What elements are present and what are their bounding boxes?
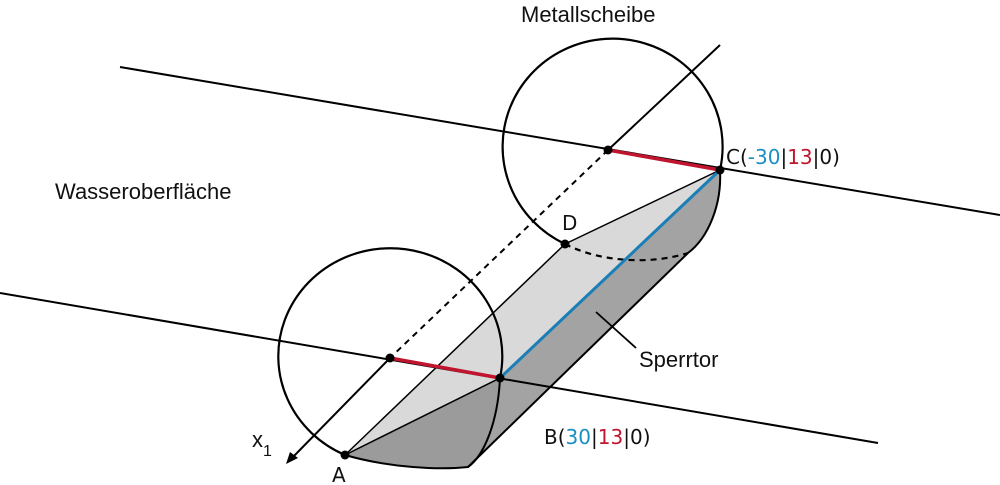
axis-label: x1 xyxy=(252,427,272,460)
point-c-close: ) xyxy=(832,145,840,169)
gate-edge-a-d xyxy=(344,243,566,456)
point-center-front xyxy=(385,353,395,363)
gate-label: Sperrtor xyxy=(639,347,718,372)
water-line-back xyxy=(119,66,1000,216)
water-label: Wasseroberfläche xyxy=(55,179,231,204)
disc-label: Metallscheibe xyxy=(521,2,656,27)
gate-edge-a-b xyxy=(344,377,501,456)
radius-front xyxy=(389,356,501,380)
point-c-name: C xyxy=(726,145,740,169)
point-c-x: -30 xyxy=(748,145,781,169)
point-center-back xyxy=(603,145,613,155)
point-b-label: B(30|13|0) xyxy=(544,425,651,449)
point-c-label: C(-30|13|0) xyxy=(726,145,840,169)
point-c xyxy=(715,165,725,175)
point-d-label: D xyxy=(562,211,577,235)
point-d xyxy=(560,239,570,249)
axis-arrowhead xyxy=(286,452,298,464)
disc-front-circle xyxy=(277,247,504,457)
disc-back-arc-hidden xyxy=(564,243,689,262)
gate-pointer xyxy=(595,311,637,349)
point-b-name: B xyxy=(544,425,558,449)
point-c-sep1: | xyxy=(780,145,787,169)
point-c-open: ( xyxy=(740,145,748,169)
gate-top-face xyxy=(345,170,720,455)
disc-back-arc-visible xyxy=(687,169,722,254)
point-a-label: A xyxy=(332,463,346,485)
point-c-z: 0 xyxy=(819,145,832,169)
gate-lower-face xyxy=(345,378,500,469)
point-c-sep2: | xyxy=(813,145,820,169)
axis-label-sub: 1 xyxy=(263,443,272,460)
gate-bottom-edge xyxy=(467,252,689,468)
axis-line-lower xyxy=(291,357,391,459)
point-b-sep2: | xyxy=(623,425,630,449)
gate-side-face xyxy=(468,170,721,467)
point-b-open: ( xyxy=(558,425,566,449)
gate-edge-d-c xyxy=(564,169,721,245)
point-a xyxy=(340,450,350,460)
point-b-y: 13 xyxy=(598,425,623,449)
point-b-x: 30 xyxy=(566,425,591,449)
point-c-y: 13 xyxy=(787,145,812,169)
point-b-z: 0 xyxy=(630,425,643,449)
disc-back-circle xyxy=(501,37,724,245)
disc-front-arc xyxy=(344,377,501,470)
gate-edge-b-c xyxy=(498,168,722,380)
point-b-sep1: | xyxy=(591,425,598,449)
axis-line-upper xyxy=(607,44,721,151)
point-b-close: ) xyxy=(643,425,651,449)
radius-back xyxy=(607,148,721,172)
axis-label-main: x xyxy=(252,427,263,452)
point-b xyxy=(495,373,505,383)
